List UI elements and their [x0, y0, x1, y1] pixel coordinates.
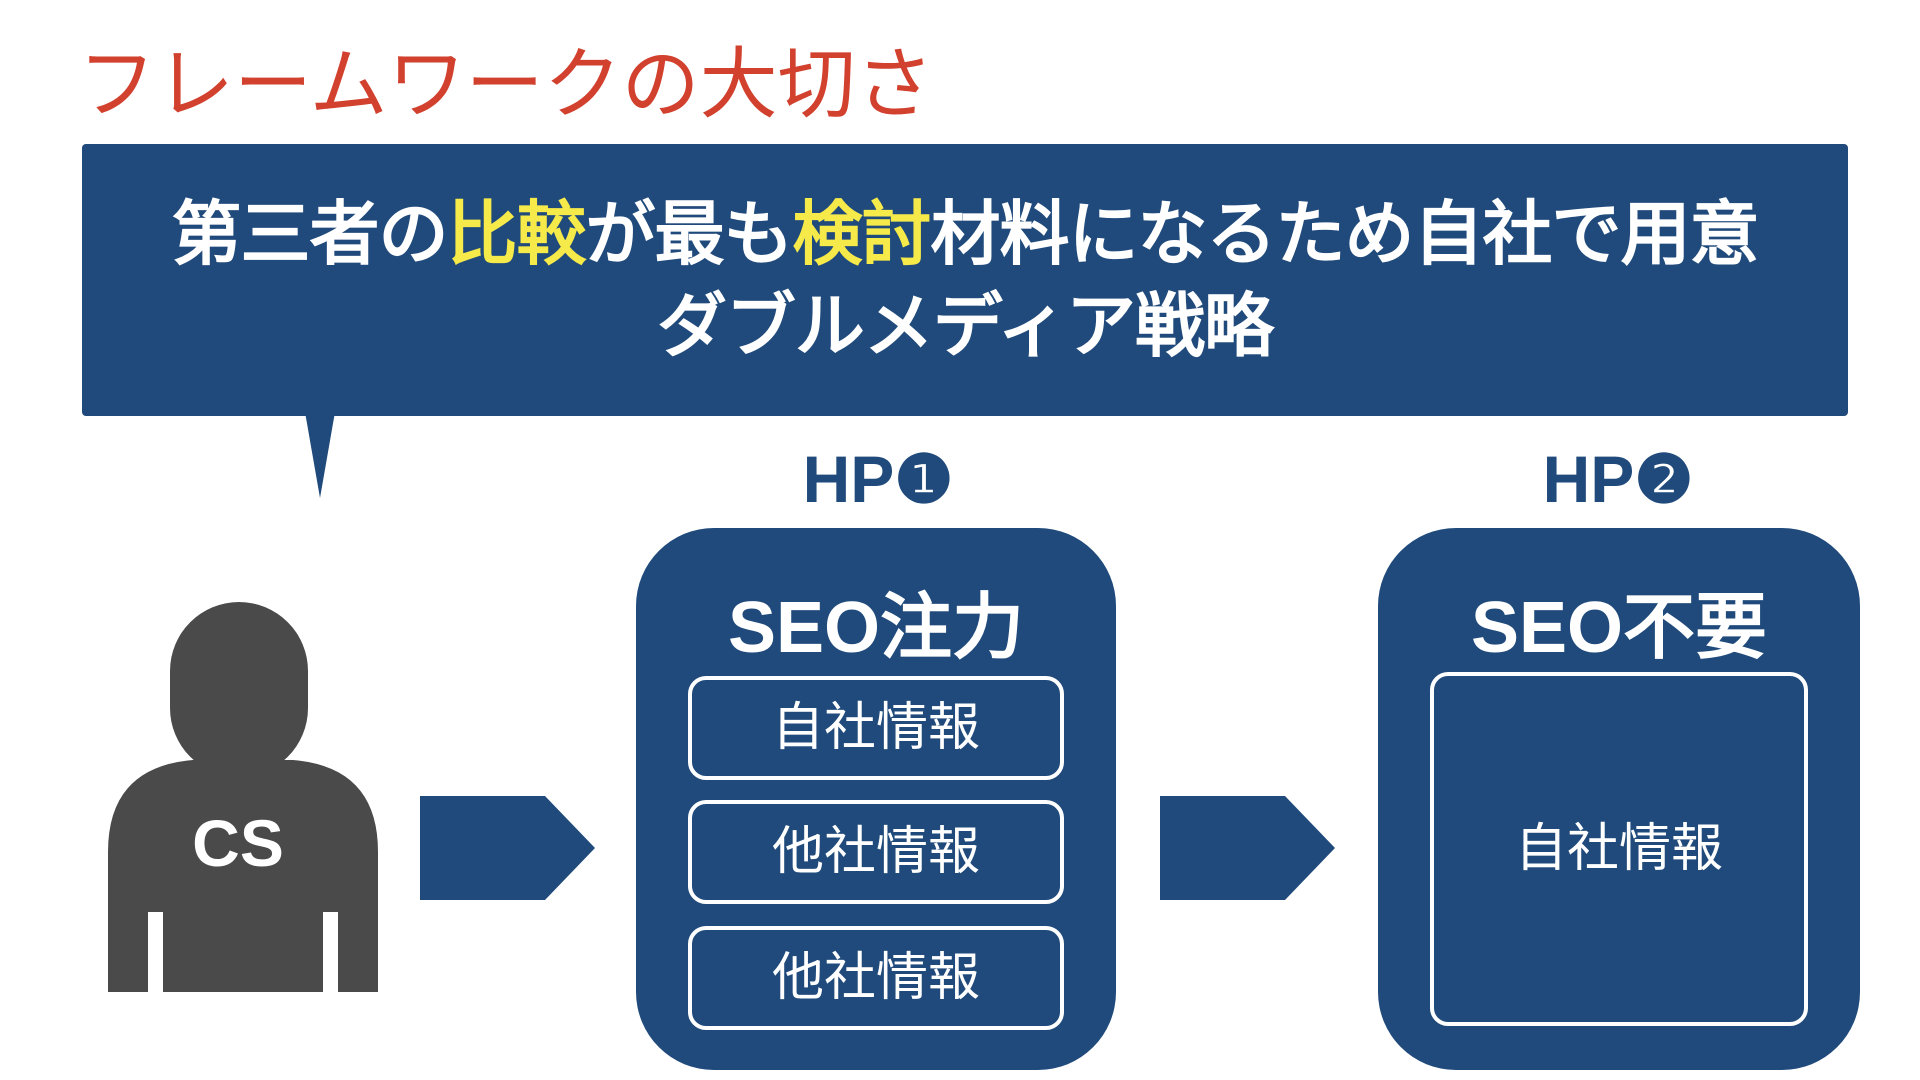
hp1-panel: SEO注力 自社情報 他社情報 他社情報 [636, 528, 1116, 1070]
callout-line-1: 第三者の比較が最も検討材料になるため自社で用意 [171, 188, 1760, 280]
callout-line-2: ダブルメディア戦略 [656, 285, 1274, 367]
hp2-panel: SEO不要 自社情報 [1378, 528, 1860, 1070]
person-label: CS [192, 806, 284, 880]
person-icon [108, 602, 378, 992]
hp2-heading: SEO不要 [1470, 588, 1768, 668]
callout-text-2: が最も [585, 193, 794, 275]
hp1-label: HP❶ [802, 442, 954, 516]
speech-callout: 第三者の比較が最も検討材料になるため自社で用意 ダブルメディア戦略 [82, 144, 1848, 416]
slide-title: フレームワークの大切さ [78, 40, 934, 130]
callout-highlight-comparison: 比較 [447, 193, 587, 275]
arrow-right-icon [420, 796, 595, 900]
arrow-right-icon [1160, 796, 1335, 900]
callout-highlight-consideration: 検討 [792, 193, 932, 275]
hp1-info-box: 自社情報 [688, 676, 1064, 780]
hp1-info-box: 他社情報 [688, 926, 1064, 1030]
hp1-heading: SEO注力 [727, 588, 1025, 668]
callout-text-1: 第三者の [171, 193, 449, 275]
hp2-info-box: 自社情報 [1430, 672, 1808, 1026]
hp2-label: HP❷ [1542, 442, 1694, 516]
callout-text-3: 材料になるため自社で用意 [930, 193, 1760, 275]
hp1-info-box: 他社情報 [688, 800, 1064, 904]
